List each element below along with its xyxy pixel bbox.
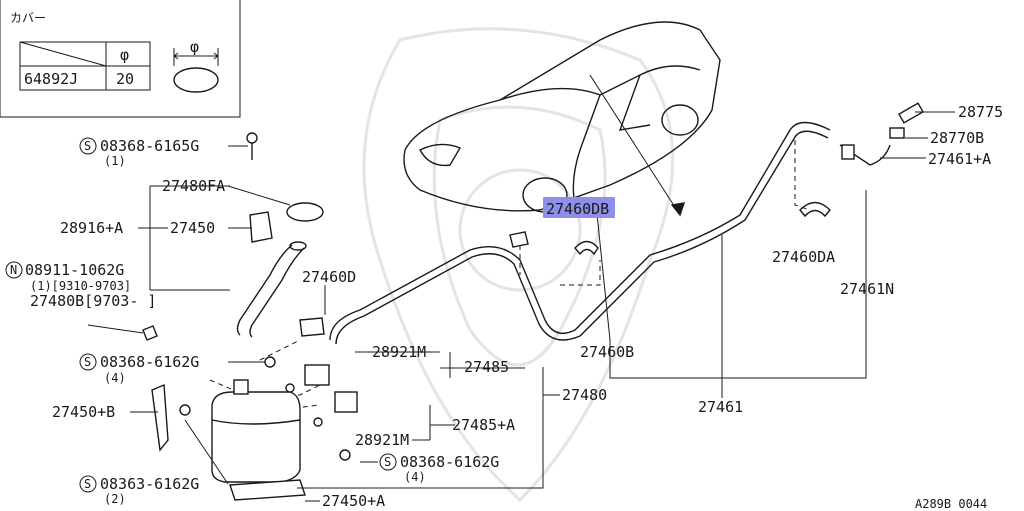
cover-cap-icon: φ (173, 38, 219, 93)
label-27450[interactable]: 27450 (170, 219, 215, 237)
callout-s3-qty: (4) (404, 470, 426, 484)
label-27450-b[interactable]: 27450+B (52, 403, 115, 421)
cover-inset-frame (0, 0, 241, 118)
label-27460db[interactable]: 27460DB (546, 200, 609, 218)
label-27460d[interactable]: 27460D (302, 268, 356, 286)
tank-bracket-b-icon (151, 383, 169, 452)
filler-cap-icon (286, 202, 324, 222)
label-27461n[interactable]: 27461N (840, 280, 894, 298)
group-brackets (149, 185, 867, 489)
leader-lines (87, 111, 955, 502)
callout-s3[interactable]: S 08368-6162G (4) (379, 453, 499, 484)
label-27480[interactable]: 27480 (562, 386, 607, 404)
svg-text:S: S (84, 477, 91, 491)
s-mark-icon (379, 453, 397, 471)
washer-tank (151, 379, 306, 501)
label-27480fa[interactable]: 27480FA (162, 177, 225, 195)
label-27460da[interactable]: 27460DA (772, 248, 835, 266)
svg-text:S: S (384, 455, 391, 469)
washer-pumps (285, 364, 358, 427)
callout-s2-part: 08368-6162G (100, 353, 199, 371)
callout-s1-qty: (1) (104, 154, 126, 168)
dashed-guides (209, 140, 811, 411)
callout-n1-part: 08911-1062G (25, 261, 124, 279)
callout-s3-part: 08368-6162G (400, 453, 499, 471)
callout-n1[interactable]: N 08911-1062G (1)[9310-9703] 27480B[9703… (5, 261, 156, 310)
bracket-27450-icon (249, 211, 273, 243)
label-28770b[interactable]: 28770B (930, 129, 984, 147)
label-27461[interactable]: 27461 (698, 398, 743, 416)
engine-bay-tank-icon (419, 143, 462, 167)
callout-s4-qty: (2) (104, 492, 126, 506)
callout-s1-part: 08368-6165G (100, 137, 199, 155)
bolt-icons (142, 132, 351, 461)
callout-s2[interactable]: S 08368-6162G (4) (79, 353, 199, 385)
label-27485-a[interactable]: 27485+A (452, 416, 515, 434)
label-28921m-top[interactable]: 28921M (372, 343, 426, 361)
hose-clip-icons (299, 201, 831, 337)
svg-text:S: S (84, 139, 91, 153)
svg-text:N: N (10, 263, 17, 277)
washer-nozzle-icon (841, 102, 924, 160)
label-27461-a[interactable]: 27461+A (928, 150, 991, 168)
watermark-emblem (362, 27, 675, 503)
callout-n1-line3: 27480B[9703- ] (30, 292, 156, 310)
cover-title: カバー (10, 11, 46, 25)
highlight-27460db (543, 197, 615, 218)
cover-phi-value: 20 (116, 70, 134, 88)
label-28775[interactable]: 28775 (958, 103, 1003, 121)
pump-lower-icon (334, 391, 358, 413)
cover-inset: カバー φ 64892J 20 φ (0, 0, 241, 118)
label-28916-a[interactable]: 28916+A (60, 219, 123, 237)
label-27460b[interactable]: 27460B (580, 343, 634, 361)
s-mark-icon (79, 353, 97, 371)
callout-s1[interactable]: S 08368-6165G (1) (79, 137, 199, 168)
tank-bracket-a-icon (229, 479, 306, 501)
cover-part-number: 64892J (24, 70, 78, 88)
n-mark-icon (5, 261, 23, 279)
pump-upper-icon (304, 364, 330, 386)
callout-s4-part: 08363-6162G (100, 475, 199, 493)
filler-neck (236, 202, 324, 338)
label-27450-a[interactable]: 27450+A (322, 492, 385, 510)
label-28921m-bottom[interactable]: 28921M (355, 431, 409, 449)
s-mark-icon (79, 137, 97, 155)
diagram-code: A289B 0044 (915, 497, 987, 511)
rear-wheel-icon (661, 104, 699, 136)
s-mark-icon (79, 475, 97, 493)
callout-n1-line2: (1)[9310-9703] (30, 279, 131, 293)
washer-hose (329, 121, 891, 345)
cover-phi-header: φ (120, 46, 129, 64)
cover-dim-symbol: φ (190, 38, 199, 56)
callout-s2-qty: (4) (104, 371, 126, 385)
svg-text:S: S (84, 355, 91, 369)
label-27485[interactable]: 27485 (464, 358, 509, 376)
callout-s4[interactable]: S 08363-6162G (2) (79, 475, 199, 506)
